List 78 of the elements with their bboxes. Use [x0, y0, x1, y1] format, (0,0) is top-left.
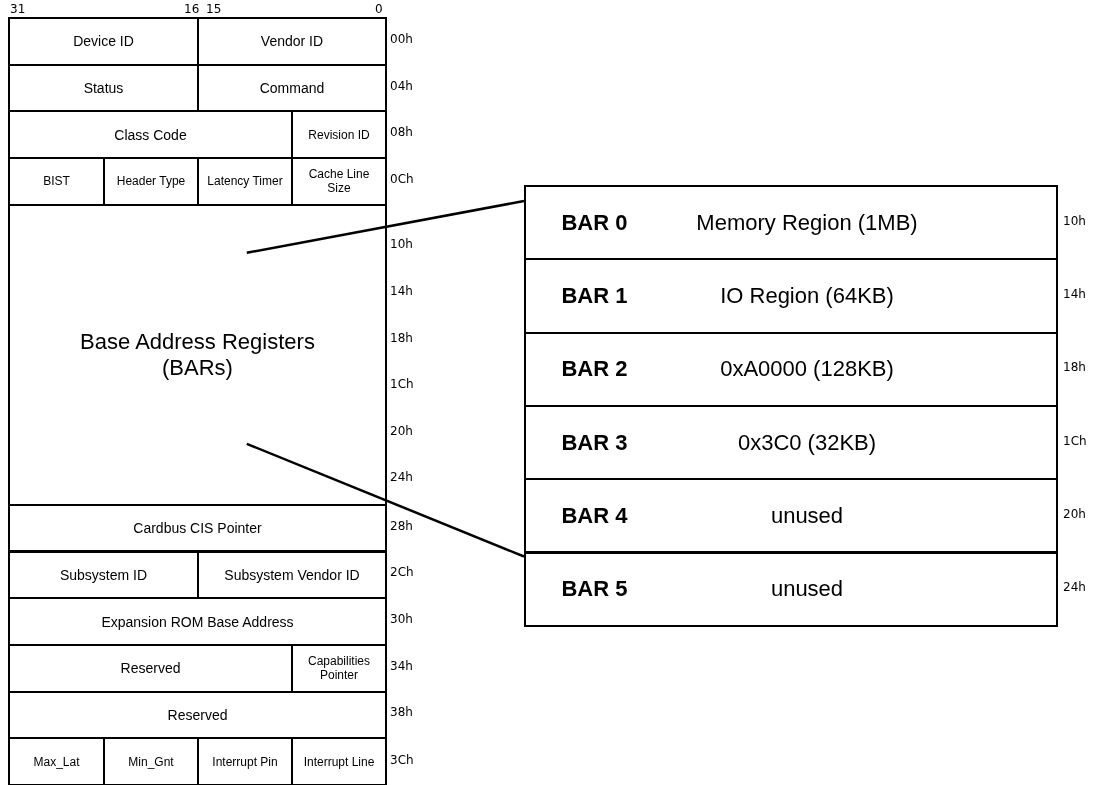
register-field: [197, 550, 387, 600]
offset-label: 08h: [390, 125, 413, 139]
field-name: Header Type: [115, 174, 187, 189]
region-description: 0xA0000 (128KB): [719, 356, 895, 383]
bar-row: [524, 331, 1058, 407]
register-field: [8, 17, 199, 66]
field-name: Reserved: [119, 660, 182, 677]
region-description: Memory Region (1MB): [695, 209, 919, 236]
connector-line: [246, 442, 525, 558]
offset-label: 20h: [1063, 506, 1086, 521]
field-name: Status: [82, 80, 125, 97]
field-name: Expansion ROM Base Address: [100, 613, 295, 630]
offset-label: 20h: [390, 424, 413, 438]
offset-label: 0Ch: [390, 172, 414, 186]
bar-row: [524, 551, 1058, 627]
offset-label: 28h: [390, 519, 413, 533]
bar-row: [524, 185, 1058, 261]
bit-number: 15: [206, 2, 222, 16]
field-name: Class Code: [113, 126, 188, 143]
field-name: Interrupt Pin: [211, 754, 279, 769]
register-field: [8, 550, 199, 600]
field-name: Base Address Registers (BARs): [79, 328, 316, 381]
offset-label: 30h: [390, 612, 413, 626]
field-name: Device ID: [72, 33, 135, 50]
offset-label: 14h: [390, 284, 413, 298]
field-name: Reserved: [166, 706, 229, 723]
bar-row: [524, 404, 1058, 481]
field-name: Vendor ID: [259, 33, 325, 50]
offset-label: 10h: [390, 237, 413, 251]
connector-line: [246, 199, 525, 255]
register-field: [8, 203, 387, 506]
field-name: Subsystem Vendor ID: [223, 566, 361, 583]
register-field: [8, 503, 387, 553]
offset-label: 14h: [1063, 286, 1086, 301]
offset-label: 34h: [390, 659, 413, 673]
field-name: Capabilities Pointer: [306, 654, 371, 683]
register-field: [197, 17, 387, 66]
region-description: 0x3C0 (32KB): [736, 429, 878, 456]
offset-label: 24h: [1063, 580, 1086, 595]
field-name: Latency Timer: [206, 174, 284, 189]
register-field: [8, 690, 387, 740]
bar-name: BAR 2: [560, 356, 629, 383]
field-name: Interrupt Line: [302, 754, 376, 769]
bar-name: BAR 0: [560, 209, 629, 236]
offset-label: 1Ch: [390, 377, 414, 391]
offset-label: 04h: [390, 79, 413, 93]
field-name: Min_Gnt: [127, 754, 175, 769]
field-name: Max_Lat: [32, 754, 81, 769]
offset-label: 18h: [390, 331, 413, 345]
field-name: Revision ID: [307, 127, 371, 142]
region-description: unused: [769, 502, 845, 529]
offset-label: 2Ch: [390, 565, 414, 579]
field-name: Subsystem ID: [58, 566, 149, 583]
bar-name: BAR 5: [560, 576, 629, 603]
field-name: Cache Line Size: [307, 167, 371, 196]
bar-row: [524, 478, 1058, 554]
bar-row: [524, 258, 1058, 334]
bit-number: 31: [10, 2, 26, 16]
offset-label: 00h: [390, 32, 413, 46]
field-name: Command: [258, 80, 326, 97]
register-field: [291, 737, 387, 785]
bit-number: 0: [375, 2, 383, 16]
offset-label: 3Ch: [390, 753, 414, 767]
bar-name: BAR 4: [560, 502, 629, 529]
offset-label: 10h: [1063, 213, 1086, 228]
register-field: [8, 597, 387, 646]
offset-label: 18h: [1063, 360, 1086, 375]
offset-label: 1Ch: [1063, 433, 1087, 448]
bar-name: BAR 1: [560, 282, 629, 309]
offset-label: 38h: [390, 705, 413, 719]
field-name: Cardbus CIS Pointer: [132, 520, 263, 537]
bar-name: BAR 3: [560, 429, 629, 456]
offset-label: 24h: [390, 470, 413, 484]
bit-number: 16: [184, 2, 200, 16]
region-description: IO Region (64KB): [719, 282, 895, 309]
field-name: BIST: [42, 174, 71, 189]
register-field: [8, 737, 105, 785]
region-description: unused: [769, 576, 845, 603]
